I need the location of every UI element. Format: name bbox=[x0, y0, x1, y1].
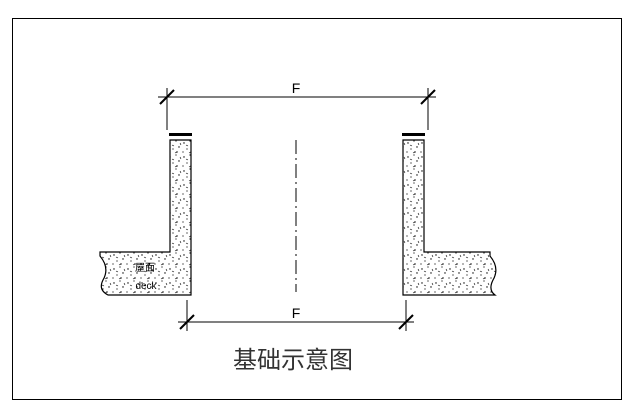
right-foundation-wall bbox=[402, 133, 497, 296]
left-foundation-wall bbox=[99, 133, 192, 296]
material-label-cn: 屋面 bbox=[135, 262, 155, 274]
bottom-dimension bbox=[178, 300, 414, 331]
drawing-frame bbox=[12, 18, 622, 400]
top-dimension bbox=[158, 88, 436, 130]
top-dimension-label: F bbox=[292, 80, 301, 96]
material-label-en: deck bbox=[135, 281, 157, 292]
bottom-dimension-label: F bbox=[292, 305, 301, 321]
diagram-caption: 基础示意图 bbox=[233, 346, 353, 374]
